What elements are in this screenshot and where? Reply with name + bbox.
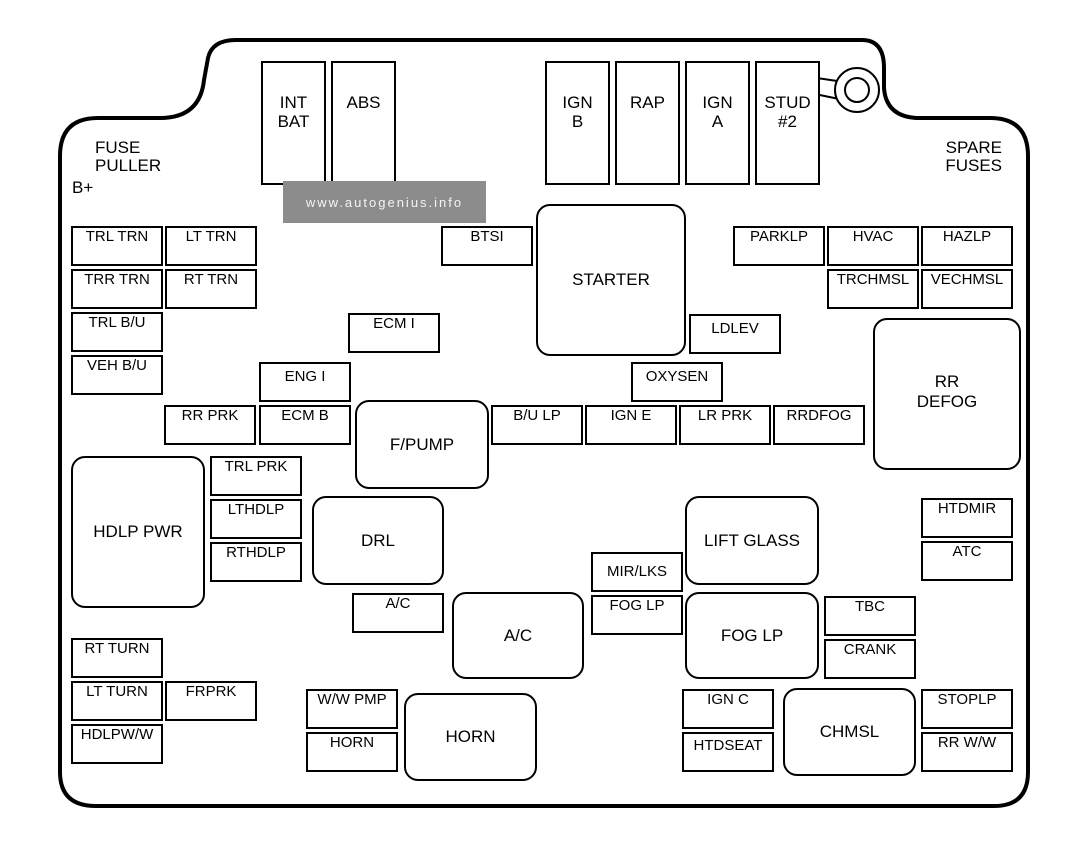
- fuse-fog-lp: FOG LP: [591, 595, 683, 635]
- fuse-vechmsl: VECHMSL: [921, 269, 1013, 309]
- fuse-hdlpww: HDLPW/W: [71, 724, 163, 764]
- fuse-rthdlp: RTHDLP: [210, 542, 302, 582]
- fuse-trr-trn: TRR TRN: [71, 269, 163, 309]
- relay-drl: DRL: [312, 496, 444, 585]
- fuse-atc: ATC: [921, 541, 1013, 581]
- fuse-hvac: HVAC: [827, 226, 919, 266]
- relay-lift-glass: LIFT GLASS: [685, 496, 819, 585]
- fuse-ww-pmp: W/W PMP: [306, 689, 398, 729]
- stud-2-relay: STUD #2: [755, 61, 820, 185]
- relay-ac: A/C: [452, 592, 584, 679]
- relay-rr-defog: RR DEFOG: [873, 318, 1021, 470]
- fuse-hazlp: HAZLP: [921, 226, 1013, 266]
- relay-hdlp-pwr: HDLP PWR: [71, 456, 205, 608]
- fuse-horn: HORN: [306, 732, 398, 772]
- relay-horn: HORN: [404, 693, 537, 781]
- relay-chmsl: CHMSL: [783, 688, 916, 776]
- ign-a-relay: IGN A: [685, 61, 750, 185]
- ign-b-relay: IGN B: [545, 61, 610, 185]
- fuse-ign-e: IGN E: [585, 405, 677, 445]
- int-bat-relay: INT BAT: [261, 61, 326, 185]
- fuse-ign-c: IGN C: [682, 689, 774, 729]
- fuse-ldlev: LDLEV: [689, 314, 781, 354]
- fuse-eng-i: ENG I: [259, 362, 351, 402]
- fuse-trl-prk: TRL PRK: [210, 456, 302, 496]
- b-plus-label: B+: [72, 178, 94, 197]
- abs-relay: ABS: [331, 61, 396, 185]
- fuse-mir-lks: MIR/LKS: [591, 552, 683, 592]
- stud-terminal-inner: [844, 77, 870, 103]
- fuse-ecm-i: ECM I: [348, 313, 440, 353]
- fuse-tbc: TBC: [824, 596, 916, 636]
- fuse-trl-bu: TRL B/U: [71, 312, 163, 352]
- fuse-block-border: [58, 38, 1030, 808]
- fuse-lr-prk: LR PRK: [679, 405, 771, 445]
- fuse-trl-trn: TRL TRN: [71, 226, 163, 266]
- fuse-crank: CRANK: [824, 639, 916, 679]
- fuse-btsi: BTSI: [441, 226, 533, 266]
- fuse-lthdlp: LTHDLP: [210, 499, 302, 539]
- fuse-rt-turn: RT TURN: [71, 638, 163, 678]
- fuse-puller-label: FUSE PULLER: [95, 138, 162, 175]
- watermark: www.autogenius.info: [283, 181, 486, 223]
- relay-starter: STARTER: [536, 204, 686, 356]
- relay-f-pump: F/PUMP: [355, 400, 489, 489]
- fuse-trchmsl: TRCHMSL: [827, 269, 919, 309]
- fuse-stoplp: STOPLP: [921, 689, 1013, 729]
- fuse-ecm-b: ECM B: [259, 405, 351, 445]
- fuse-htdseat: HTDSEAT: [682, 732, 774, 772]
- fuse-parklp: PARKLP: [733, 226, 825, 266]
- fuse-lt-turn: LT TURN: [71, 681, 163, 721]
- spare-fuses-label: SPARE FUSES: [945, 138, 1002, 175]
- fuse-rt-trn: RT TRN: [165, 269, 257, 309]
- relay-fog-lp: FOG LP: [685, 592, 819, 679]
- fuse-bu-lp: B/U LP: [491, 405, 583, 445]
- rap-relay: RAP: [615, 61, 680, 185]
- fuse-veh-bu: VEH B/U: [71, 355, 163, 395]
- fuse-rrdfog: RRDFOG: [773, 405, 865, 445]
- fuse-rr-ww: RR W/W: [921, 732, 1013, 772]
- fuse-lt-trn: LT TRN: [165, 226, 257, 266]
- fuse-oxysen: OXYSEN: [631, 362, 723, 402]
- fuse-ac: A/C: [352, 593, 444, 633]
- fuse-htdmir: HTDMIR: [921, 498, 1013, 538]
- fuse-rr-prk: RR PRK: [164, 405, 256, 445]
- fuse-frprk: FRPRK: [165, 681, 257, 721]
